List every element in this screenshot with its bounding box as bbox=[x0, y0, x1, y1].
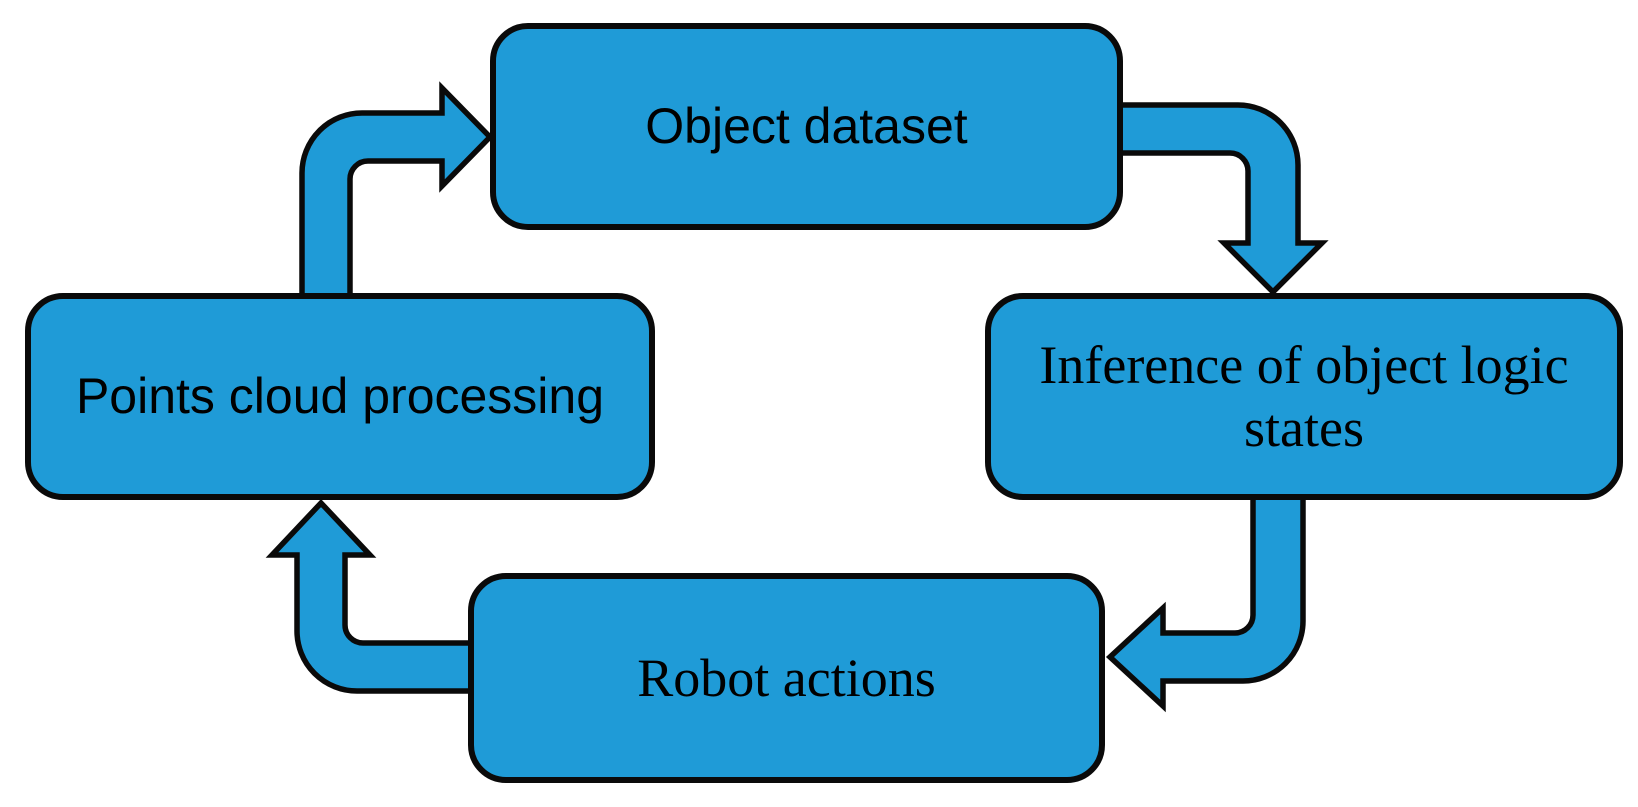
node-inference-of-object-logic-states-label: Inference of object logic states bbox=[1039, 335, 1569, 458]
node-points-cloud-processing: Points cloud processing bbox=[25, 293, 655, 500]
node-robot-actions: Robot actions bbox=[468, 573, 1105, 783]
node-object-dataset: Object dataset bbox=[490, 23, 1123, 230]
arrow-object-dataset-to-inference bbox=[1114, 102, 1329, 296]
arrow-inference-to-robot-actions bbox=[1105, 493, 1306, 713]
arrow-points-cloud-to-object-dataset bbox=[299, 81, 494, 299]
node-object-dataset-label: Object dataset bbox=[645, 97, 968, 154]
node-inference-of-object-logic-states: Inference of object logic states bbox=[985, 293, 1623, 500]
node-robot-actions-label: Robot actions bbox=[637, 647, 936, 708]
arrow-robot-actions-to-points-cloud bbox=[265, 498, 475, 694]
node-points-cloud-processing-label: Points cloud processing bbox=[75, 367, 605, 424]
